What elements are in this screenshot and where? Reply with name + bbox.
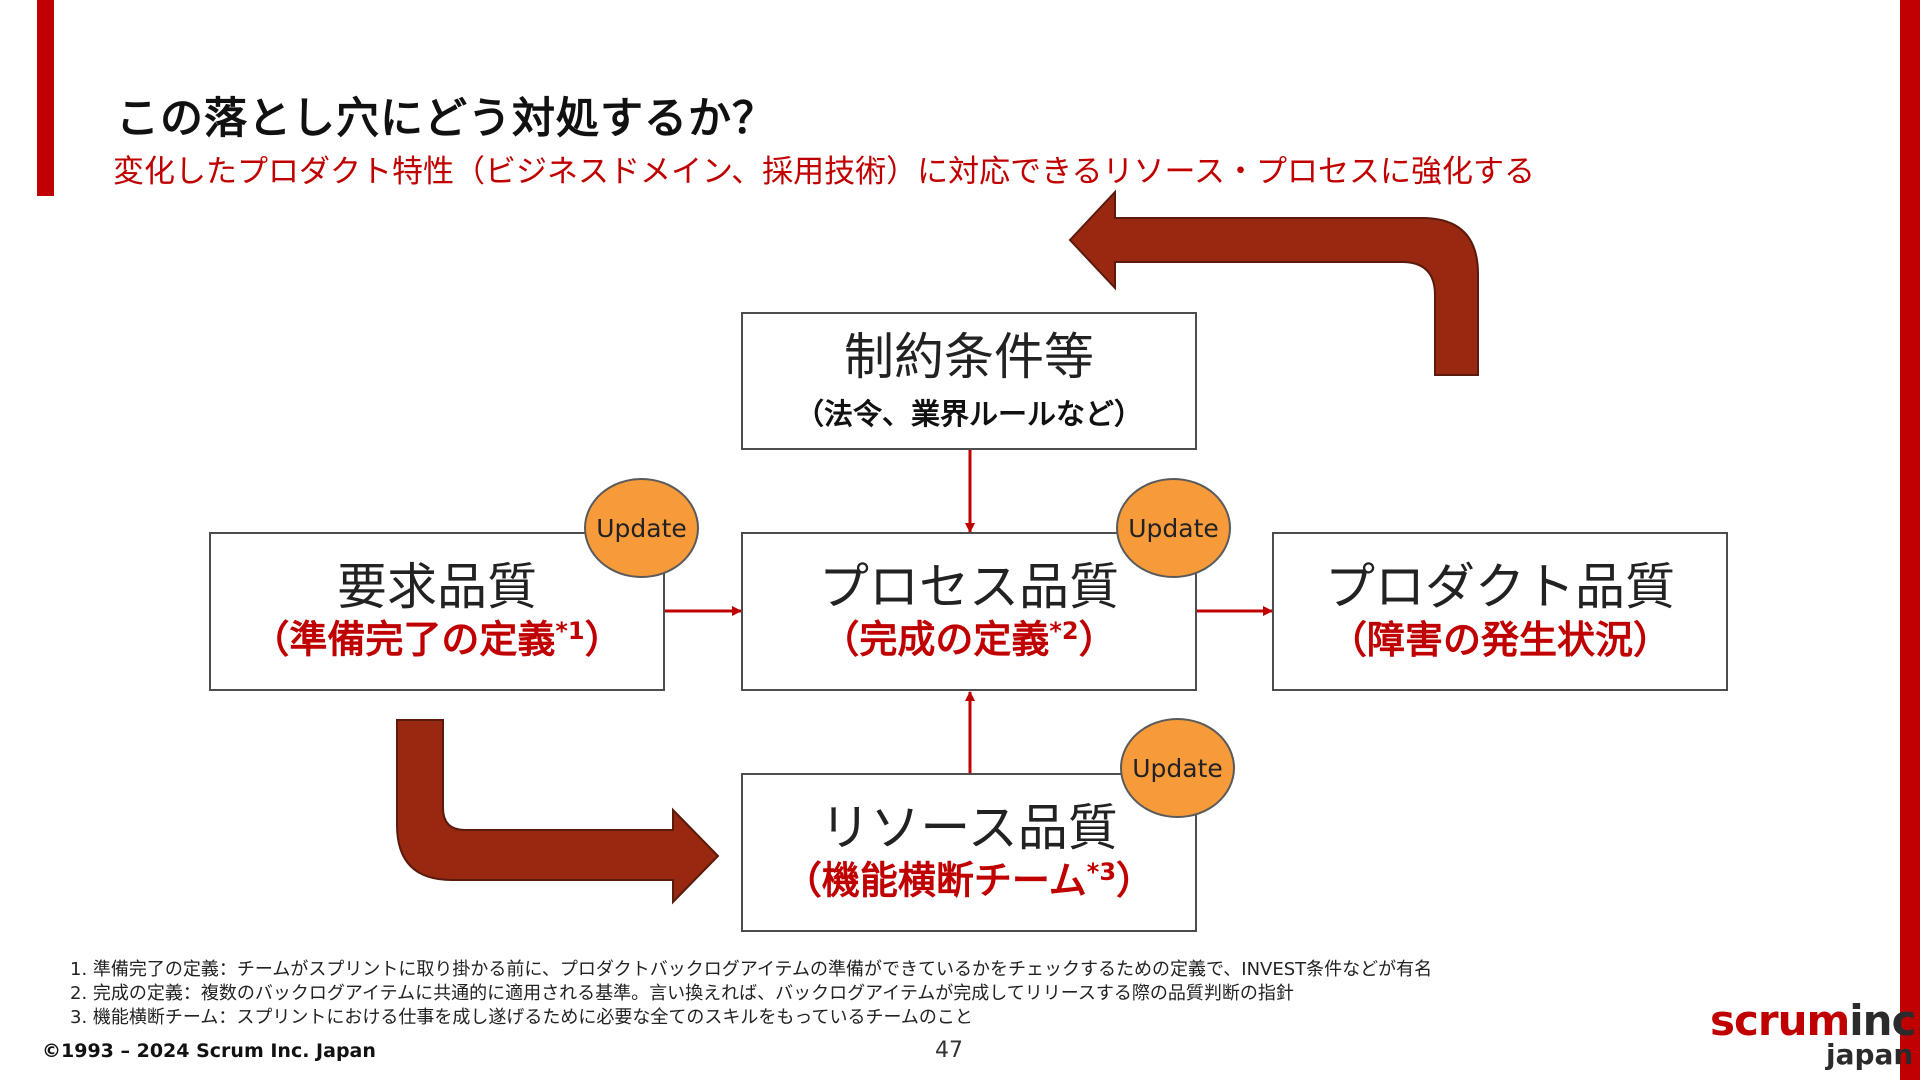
right-accent-bar: [1900, 0, 1920, 1080]
footnotes: 1. 準備完了の定義：チームがスプリントに取り掛かる前に、プロダクトバックログア…: [70, 958, 1432, 1030]
footnote-ref-2: *2: [1049, 617, 1079, 646]
update-badge-resource: Update: [1120, 718, 1235, 818]
scruminc-logo: scruminc.: [1710, 996, 1920, 1045]
requirement-quality-box: 要求品質 （準備完了の定義*1）: [209, 532, 665, 691]
footnote-ref-3: *3: [1086, 858, 1117, 887]
footnote-ref-1: *1: [555, 617, 585, 646]
product-quality-title: プロダクト品質: [1325, 558, 1675, 616]
process-quality-title: プロセス品質: [819, 557, 1119, 616]
product-quality-subtitle: （障害の発生状況）: [1328, 617, 1671, 662]
copyright: ©1993 – 2024 Scrum Inc. Japan: [42, 1040, 376, 1062]
update-badge-process: Update: [1116, 478, 1231, 578]
process-quality-subtitle: （完成の定義*2）: [821, 617, 1117, 662]
resource-quality-box: リソース品質 （機能横断チーム*3）: [741, 773, 1197, 932]
footnote-1: 1. 準備完了の定義：チームがスプリントに取り掛かる前に、プロダクトバックログア…: [70, 959, 1433, 980]
flow-arrow-bottom-left: [396, 719, 720, 905]
resource-quality-subtitle: （機能横断チーム*3）: [783, 858, 1155, 903]
footnote-3: 3. 機能横断チーム：スプリントにおける仕事を成し遂げるために必要な全てのスキル…: [70, 1007, 973, 1028]
scruminc-logo-japan: japan: [1826, 1038, 1914, 1071]
update-badge-requirement: Update: [584, 478, 699, 578]
constraints-title: 制約条件等: [844, 328, 1094, 387]
left-accent-bar: [37, 0, 54, 196]
resource-quality-title: リソース品質: [820, 798, 1118, 857]
slide-subtitle: 変化したプロダクト特性（ビジネスドメイン、採用技術）に対応できるリソース・プロセ…: [113, 154, 1535, 190]
page-number: 47: [935, 1038, 963, 1063]
constraints-subtitle: （法令、業界ルールなど）: [794, 396, 1143, 431]
product-quality-box: プロダクト品質 （障害の発生状況）: [1272, 532, 1728, 691]
feedback-arrow-top: [1068, 189, 1479, 376]
requirement-quality-title: 要求品質: [337, 557, 537, 616]
constraints-box: 制約条件等 （法令、業界ルールなど）: [741, 312, 1197, 450]
requirement-quality-subtitle: （準備完了の定義*1）: [251, 617, 623, 662]
process-quality-box: プロセス品質 （完成の定義*2）: [741, 532, 1197, 691]
footnote-2: 2. 完成の定義：複数のバックログアイテムに共通的に適用される基準。言い換えれば…: [70, 983, 1294, 1004]
slide-title: この落とし穴にどう対処するか？: [116, 94, 776, 144]
